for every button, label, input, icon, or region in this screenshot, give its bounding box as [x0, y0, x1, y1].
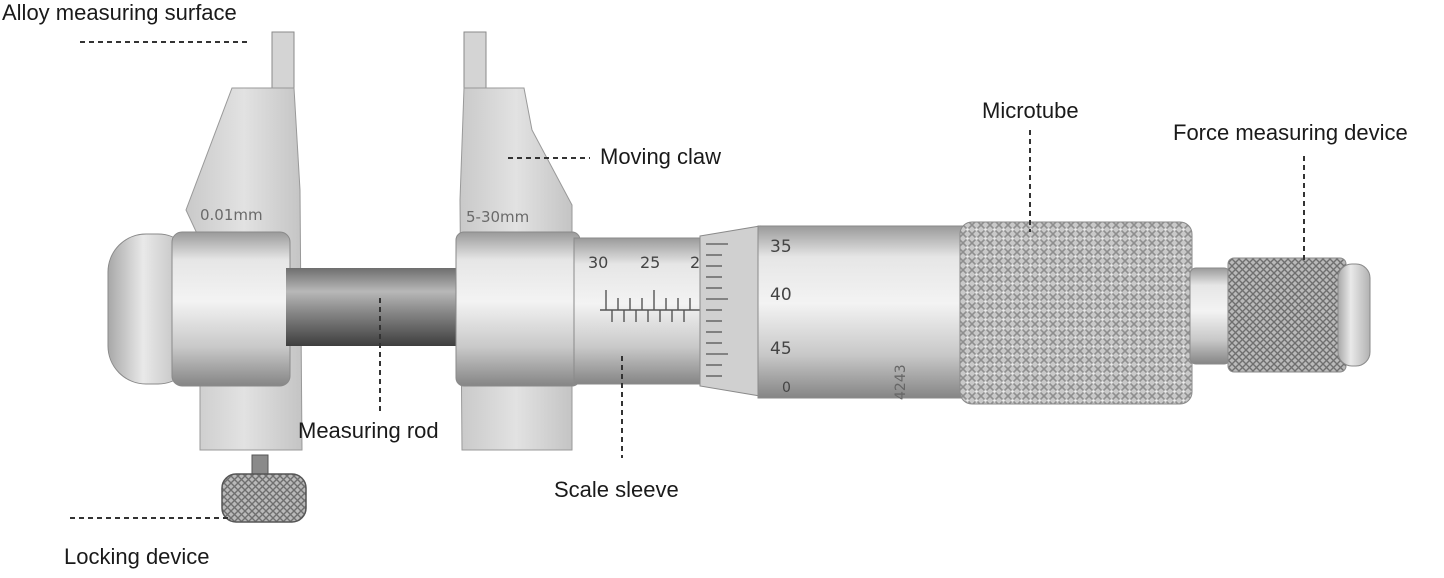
measuring-rod-shape [286, 268, 466, 346]
scale-sleeve-shape: 30 25 2 [573, 237, 707, 385]
end-cap-body [171, 231, 291, 387]
thimble-bevel [699, 225, 761, 397]
locking-knob [221, 473, 307, 523]
sleeve-ticks-bottom [611, 310, 685, 322]
label-measuring-rod: Measuring rod [298, 418, 439, 443]
sleeve-number-30: 30 [588, 253, 608, 272]
ratchet-end [1337, 263, 1371, 367]
label-scale-sleeve: Scale sleeve [554, 477, 679, 502]
thimble-number-40: 40 [770, 285, 792, 305]
serial-engraving: 4243 [893, 364, 909, 400]
label-alloy-measuring-surface: Alloy measuring surface [2, 0, 237, 25]
thimble-number-35: 35 [770, 237, 792, 257]
label-locking-device: Locking device [64, 544, 210, 569]
microtube-knurl [959, 221, 1193, 405]
locking-device [221, 454, 307, 523]
label-force-measuring-device: Force measuring device [1173, 120, 1408, 145]
ratchet-knurl [1227, 257, 1347, 373]
sleeve-number-2: 2 [690, 253, 700, 272]
thimble-body [757, 225, 971, 399]
callout-lines [70, 41, 1305, 519]
ratchet-collar [1189, 267, 1231, 365]
thimble-ticks [706, 243, 728, 377]
resolution-engraving: 0.01mm [200, 206, 263, 224]
alloy-tip-right [463, 31, 487, 95]
range-engraving: 5-30mm [466, 208, 529, 226]
moving-jaw-block [455, 231, 581, 387]
sleeve-number-25: 25 [640, 253, 660, 272]
thimble-number-45: 45 [770, 339, 792, 359]
sleeve-ticks-top [605, 290, 691, 310]
thimble: 35 40 45 0 4243 [699, 225, 971, 400]
alloy-tip-left [271, 31, 295, 95]
label-moving-claw: Moving claw [600, 144, 722, 169]
force-measuring-device-shape [1189, 257, 1371, 373]
end-cap [107, 231, 291, 387]
thimble-number-0: 0 [782, 380, 791, 396]
label-microtube: Microtube [982, 98, 1079, 123]
